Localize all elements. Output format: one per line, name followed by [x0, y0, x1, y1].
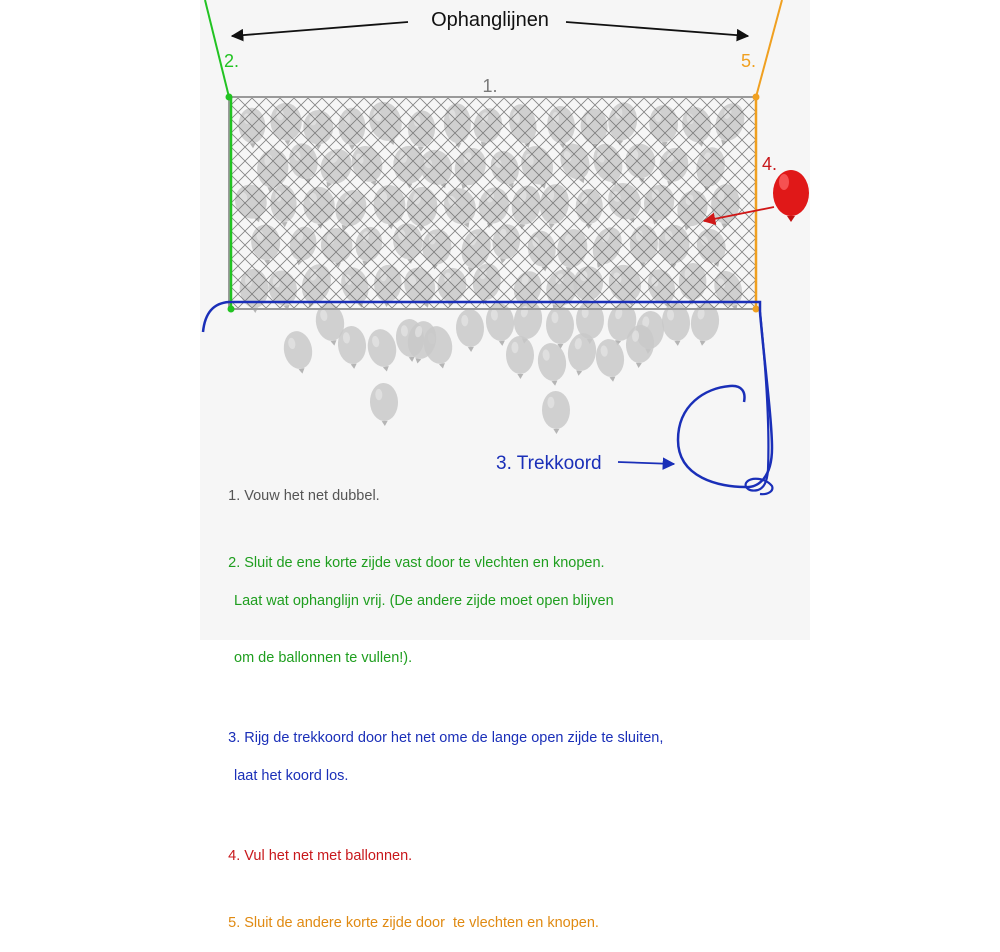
- red-balloon: [773, 170, 809, 222]
- step-4-line-1: 4. Vul het net met ballonnen.: [228, 848, 413, 864]
- header-label: Ophanglijnen: [431, 9, 549, 31]
- gray-balloon: [505, 336, 535, 379]
- gray-balloon: [283, 331, 313, 374]
- step-3-line-1: 3. Rijg de trekkoord door het net ome de…: [228, 730, 664, 746]
- gray-balloon: [567, 333, 597, 376]
- gray-balloon: [407, 321, 437, 364]
- gray-balloon: [485, 303, 515, 346]
- gray-balloon: [625, 325, 655, 368]
- net-mesh: [229, 97, 756, 309]
- gray-balloon: [690, 303, 720, 346]
- step-2-line-2: Laat wat ophanglijn vrij. (De andere zij…: [234, 593, 614, 609]
- draw-cord-loose-end: [744, 311, 774, 496]
- step-2-line-3: om de ballonnen te vullen!).: [234, 650, 413, 666]
- gray-balloon: [595, 339, 625, 382]
- knot-right-bottom: [752, 305, 760, 313]
- label-4: 4.: [762, 154, 777, 174]
- gray-balloon: [337, 326, 367, 369]
- gray-balloon: [367, 329, 397, 372]
- label-2: 2.: [224, 51, 239, 71]
- label-5: 5.: [741, 51, 756, 71]
- knot-left-bottom: [227, 305, 235, 313]
- step-2: 2. Sluit de ene korte zijde vast door te…: [212, 535, 772, 706]
- hang-line-left: [204, 0, 230, 98]
- gray-balloon: [455, 309, 485, 352]
- step-2-line-1: 2. Sluit de ene korte zijde vast door te…: [228, 555, 605, 571]
- label-1: 1.: [482, 76, 497, 96]
- step-3-line-2: laat het koord los.: [234, 768, 349, 784]
- step-5-line-1: 5. Sluit de andere korte zijde door te v…: [228, 915, 599, 931]
- step-4: 4. Vul het net met ballonnen.: [212, 828, 772, 885]
- knot-left-top: [225, 93, 233, 101]
- knot-right-top: [752, 93, 760, 101]
- gray-balloon: [661, 303, 691, 346]
- balloon-arrow: [702, 206, 775, 225]
- gray-balloon: [545, 306, 575, 349]
- balloon-net-diagram: Ophanglijnen 1. 2. 5. 4. 3. Trekkoord: [201, 0, 809, 496]
- trekkoord-label: 3. Trekkoord: [496, 453, 602, 474]
- header-arrow-right: [565, 21, 750, 42]
- trekkoord-arrow: [617, 457, 676, 470]
- hang-line-right: [755, 0, 783, 98]
- gray-balloon: [537, 343, 567, 386]
- step-5: 5. Sluit de andere korte zijde door te v…: [212, 895, 772, 952]
- header-arrow-left: [230, 21, 409, 42]
- instruction-steps: 1. Vouw het net dubbel. 2. Sluit de ene …: [212, 468, 772, 952]
- step-1: 1. Vouw het net dubbel.: [212, 468, 772, 525]
- gray-balloon: [541, 391, 571, 434]
- gray-balloon: [369, 383, 399, 426]
- gray-balloon: [607, 303, 637, 346]
- step-3: 3. Rijg de trekkoord door het net ome de…: [212, 710, 772, 824]
- balloons-below-net: [283, 301, 720, 434]
- step-1-line-1: 1. Vouw het net dubbel.: [228, 488, 380, 504]
- gray-balloon: [315, 303, 345, 346]
